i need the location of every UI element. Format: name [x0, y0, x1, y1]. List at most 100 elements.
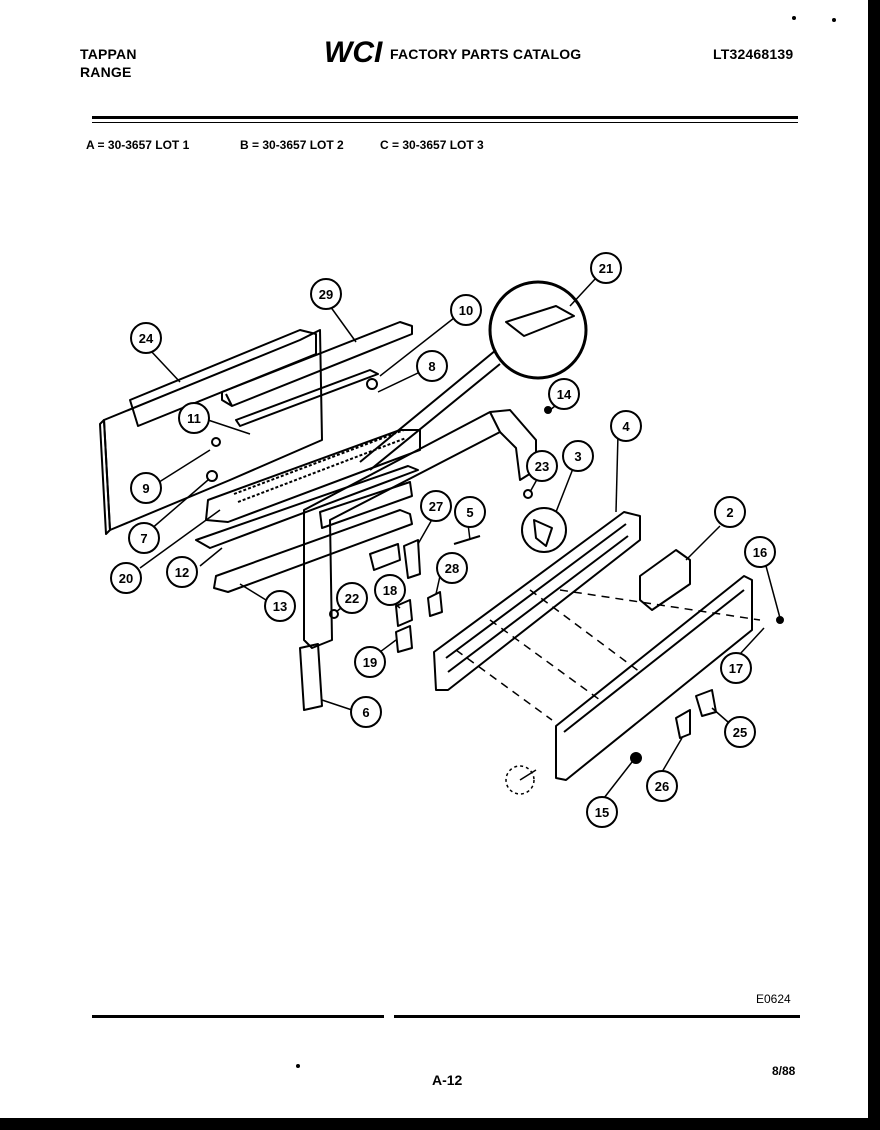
callout-22	[336, 582, 368, 614]
callout-13-label: 13	[273, 599, 287, 614]
callout-9	[130, 472, 162, 504]
front-panel-glass	[555, 575, 753, 781]
leader-12	[199, 547, 223, 567]
front-panel-inner	[563, 589, 745, 733]
footer-rule-left	[92, 1015, 384, 1018]
lot-a-label: A = 30-3657 LOT 1	[86, 138, 190, 152]
leader-knob	[519, 769, 537, 781]
clock-timer	[639, 549, 691, 611]
callout-4-label: 4	[622, 419, 630, 434]
callout-25	[724, 716, 756, 748]
front-channel	[195, 465, 419, 549]
leader-10	[379, 317, 455, 377]
lot-c-label: C = 30-3657 LOT 3	[380, 138, 484, 152]
screw-9	[211, 437, 221, 447]
leader-16	[765, 565, 781, 619]
callout-10-label: 10	[459, 303, 473, 318]
callout-29-label: 29	[319, 287, 333, 302]
leader-20	[139, 509, 221, 569]
callout-8-label: 8	[428, 359, 435, 374]
scan-speck	[792, 16, 796, 20]
leader-7	[149, 479, 209, 531]
vent-slots	[233, 429, 405, 495]
callout-27-label: 27	[429, 499, 443, 514]
callout-27	[420, 490, 452, 522]
callout-14-label: 14	[557, 387, 572, 402]
callout-21-label: 21	[599, 261, 613, 276]
leader-6	[321, 699, 353, 711]
scan-speck	[296, 1064, 300, 1068]
bracket-8	[366, 378, 378, 390]
callout-18	[374, 574, 406, 606]
callout-24	[130, 322, 162, 354]
control-panel-inner-edge-2	[447, 535, 629, 673]
callout-15-label: 15	[595, 805, 609, 820]
switch-body	[369, 543, 401, 571]
callout-9-label: 9	[142, 481, 149, 496]
detail-circle-21	[488, 280, 588, 380]
catalog-id: LT32468139	[713, 46, 794, 62]
lot-b-label: B = 30-3657 LOT 2	[240, 138, 344, 152]
catalog-page: TAPPAN RANGE WCI FACTORY PARTS CATALOG L…	[0, 0, 868, 1118]
revision-date: 8/88	[772, 1064, 796, 1078]
upper-trim-end	[225, 393, 233, 407]
knob-19	[395, 625, 413, 653]
knob-outline	[505, 765, 535, 795]
callout-3-label: 3	[574, 449, 581, 464]
frame-label-plate	[319, 481, 413, 529]
callout-2	[714, 496, 746, 528]
upper-trim-strip	[221, 321, 413, 407]
clip-23	[523, 489, 533, 499]
detail-hinge	[533, 519, 553, 547]
screw-22	[329, 609, 339, 619]
brand-name: TAPPAN	[80, 46, 137, 62]
diagram-code: E0624	[756, 992, 791, 1006]
leader-11	[207, 419, 251, 435]
alignment-line-3	[529, 589, 641, 673]
mid-trim-strip	[235, 369, 379, 427]
lower-channel	[213, 509, 413, 593]
callout-12	[166, 556, 198, 588]
callout-16	[744, 536, 776, 568]
footer-rule-right	[394, 1015, 800, 1018]
callout-13	[264, 590, 296, 622]
callout-5	[454, 496, 486, 528]
callout-8	[416, 350, 448, 382]
exploded-parts-diagram: 24 29 10 8 11 9 7 20 12 13 6 21 14 4 3 2…	[99, 252, 784, 828]
leader-26	[661, 737, 683, 773]
header-rule	[92, 116, 798, 119]
knob-15	[630, 752, 642, 764]
callout-11-label: 11	[187, 411, 201, 426]
leader-9	[155, 449, 211, 485]
callout-20-label: 20	[119, 571, 133, 586]
callout-10	[450, 294, 482, 326]
callout-2-label: 2	[726, 505, 733, 520]
leader-17	[739, 627, 765, 655]
detail-leader-1	[359, 349, 497, 463]
wci-logo-text: WCI	[324, 36, 383, 66]
wci-logo: WCI	[324, 36, 383, 66]
callout-28	[436, 552, 468, 584]
leader-15	[603, 761, 633, 799]
frame-corner	[489, 411, 501, 433]
callout-18-label: 18	[383, 583, 397, 598]
callout-26	[646, 770, 678, 802]
leader-24	[149, 349, 181, 383]
callout-17-label: 17	[729, 661, 743, 676]
callout-29	[310, 278, 342, 310]
leader-25	[711, 707, 729, 723]
bracket-7	[206, 470, 218, 482]
leader-21	[569, 277, 597, 307]
callout-23	[526, 450, 558, 482]
callout-12-label: 12	[175, 565, 189, 580]
detail-bracket	[505, 305, 575, 337]
page-number: A-12	[432, 1072, 463, 1088]
leader-19	[379, 639, 397, 653]
callout-28-label: 28	[445, 561, 459, 576]
callout-24-label: 24	[139, 331, 154, 346]
leader-2	[685, 525, 721, 561]
leader-13	[239, 583, 267, 601]
leader-28	[435, 575, 441, 595]
rear-panel-top-edge	[129, 329, 317, 427]
callout-19	[354, 646, 386, 678]
